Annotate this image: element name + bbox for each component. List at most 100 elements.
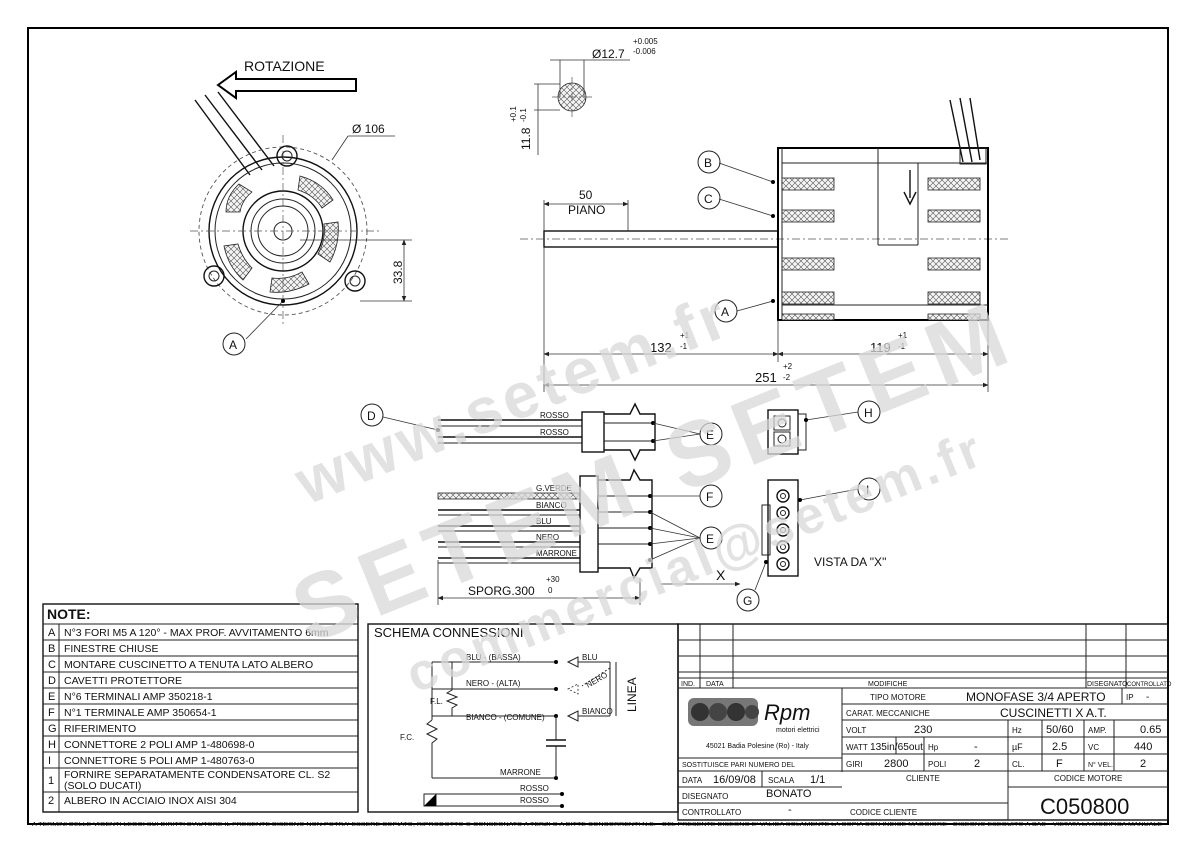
note-text: N°1 TERMINALE AMP 350654-1 bbox=[64, 707, 217, 719]
tb-data-label: DATA bbox=[682, 776, 703, 785]
schema-marrone: MARRONE bbox=[500, 768, 541, 777]
sheet-frame bbox=[27, 27, 1169, 825]
tb-hz-label: Hz bbox=[1012, 726, 1022, 735]
rotation-label: ROTAZIONE bbox=[244, 58, 325, 74]
note-key: D bbox=[48, 675, 56, 687]
callout-bubbles: A B C A D E F E H I G bbox=[222, 150, 881, 612]
tb-watt-value: 135in/65out bbox=[870, 742, 923, 753]
tb-data-value: 16/09/08 bbox=[713, 774, 756, 786]
schema-title: SCHEMA CONNESSIONI bbox=[374, 625, 524, 640]
dim-251: 251 bbox=[755, 370, 777, 385]
tb-carat-label: CARAT. MECCANICHE bbox=[846, 709, 930, 718]
tb-uf-label: µF bbox=[1012, 742, 1023, 752]
schema-nero: NERO bbox=[585, 670, 610, 689]
tb-nvel-label: N° VEL. bbox=[1088, 761, 1113, 769]
dim-flat-tol-minus: -0.1 bbox=[519, 108, 528, 122]
dim-251-tol-minus: -2 bbox=[783, 373, 791, 382]
note-key: H bbox=[48, 739, 56, 751]
tb-ind-header: IND. bbox=[681, 681, 695, 688]
tb-hp-value: - bbox=[974, 741, 978, 753]
wire-label-g-verde: G.VERDE bbox=[536, 484, 572, 493]
schema-connessioni: SCHEMA CONNESSIONI F.L. F.C. BLU - (BASS… bbox=[367, 623, 679, 813]
tb-codice-cliente-label: CODICE CLIENTE bbox=[850, 808, 917, 817]
note-key: F bbox=[48, 707, 55, 719]
note-text-line2: (SOLO DUCATI) bbox=[64, 780, 141, 792]
schema-fc: F.C. bbox=[400, 733, 414, 742]
tb-volt-value: 230 bbox=[914, 724, 932, 736]
wiring-view: ROSSO ROSSO G.VERDE BIANCO BLU NERO MARR… bbox=[382, 402, 886, 605]
tb-cl-value: F bbox=[1056, 758, 1063, 770]
shaft-section: Ø12.7 +0.005 -0.006 11.8 +0.1 -0.1 bbox=[509, 37, 658, 155]
schema-linea: LINEA bbox=[625, 677, 639, 712]
callout-b: B bbox=[704, 156, 712, 170]
dim-sporg-300: SPORG.300 bbox=[468, 584, 535, 598]
side-view: 50 PIANO 132 +1 -1 119 +1 -1 251 +2 -2 bbox=[520, 97, 1010, 392]
tb-giri-label: GIRI bbox=[846, 760, 862, 769]
dim-132-tol-minus: -1 bbox=[680, 342, 688, 351]
note-key: I bbox=[48, 755, 51, 767]
schema-bianco: BIANCO bbox=[582, 707, 613, 716]
schema-blu: BLU bbox=[582, 653, 598, 662]
tb-watt-label: WATT bbox=[846, 743, 868, 752]
front-view: ROTAZIONE Ø 106 bbox=[190, 58, 412, 340]
dim-132-tol-plus: +1 bbox=[680, 331, 690, 340]
tb-disegnato-label: DISEGNATO bbox=[682, 792, 728, 801]
schema-blu-bassa: BLU - (BASSA) bbox=[466, 653, 521, 662]
note-key: C bbox=[48, 659, 56, 671]
dim-119-tol-plus: +1 bbox=[898, 331, 908, 340]
schema-nero-alta: NERO - (ALTA) bbox=[466, 679, 521, 688]
tb-amp-value: 0.65 bbox=[1140, 724, 1161, 736]
tb-codice-motore-label: CODICE MOTORE bbox=[1054, 774, 1122, 783]
tb-poli-value: 2 bbox=[974, 758, 980, 770]
dim-diameter-106: Ø 106 bbox=[352, 122, 385, 136]
tb-uf-value: 2.5 bbox=[1052, 741, 1067, 753]
dim-shaft-tol-plus: +0.005 bbox=[633, 37, 658, 46]
callout-c: C bbox=[704, 192, 713, 206]
tb-logo-text: Rpm bbox=[764, 700, 810, 725]
tb-hp-label: Hp bbox=[928, 743, 939, 752]
footer-disclaimer: A TERMINI DELLE VIGENTI LEGGI SUI DIRITT… bbox=[32, 822, 1162, 828]
view-x-mark: X bbox=[716, 567, 726, 583]
tb-cliente-label: CLIENTE bbox=[906, 774, 940, 783]
tb-codice-motore-value: C050800 bbox=[1040, 794, 1129, 819]
callout-h: H bbox=[864, 406, 873, 420]
tb-scala-label: SCALA bbox=[768, 776, 795, 785]
note-key: B bbox=[48, 643, 55, 655]
tb-scala-value: 1/1 bbox=[810, 774, 825, 786]
callout-f: F bbox=[706, 490, 713, 504]
tb-nvel-value: 2 bbox=[1140, 758, 1146, 770]
note-key: E bbox=[48, 691, 55, 703]
note-text: CONNETTORE 2 POLI AMP 1-480698-0 bbox=[64, 739, 255, 751]
schema-rosso-1: ROSSO bbox=[520, 784, 549, 793]
tb-ip-value: - bbox=[1146, 692, 1149, 703]
note-text: ALBERO IN ACCIAIO INOX AISI 304 bbox=[64, 795, 237, 807]
tb-modifiche-header: MODIFICHE bbox=[868, 681, 908, 688]
vista-da-x-label: VISTA DA "X" bbox=[814, 555, 886, 569]
dim-119: 119 bbox=[870, 340, 891, 355]
dim-50: 50 bbox=[579, 188, 593, 202]
tb-sostituisce: SOSTITUISCE PARI NUMERO DEL bbox=[682, 762, 795, 769]
dim-251-tol-plus: +2 bbox=[783, 362, 793, 371]
dim-shaft-diameter: Ø12.7 bbox=[592, 47, 625, 61]
tb-tipo-motore-value: MONOFASE 3/4 APERTO bbox=[966, 690, 1106, 704]
tb-giri-value: 2800 bbox=[884, 758, 908, 770]
tb-controllato-header: CONTROLLATO bbox=[1127, 682, 1172, 688]
callout-e-bottom: E bbox=[706, 532, 714, 546]
wire-label-marrone: MARRONE bbox=[536, 549, 577, 558]
schema-rosso-2: ROSSO bbox=[520, 796, 549, 805]
tb-volt-label: VOLT bbox=[846, 726, 866, 735]
callout-g: G bbox=[743, 594, 752, 608]
title-block: IND. DATA MODIFICHE DISEGNATO CONTROLLAT… bbox=[677, 623, 1172, 821]
callout-e-top: E bbox=[706, 428, 714, 442]
wire-label-rosso-2: ROSSO bbox=[540, 428, 569, 437]
wire-label-rosso-1: ROSSO bbox=[540, 411, 569, 420]
wire-label-blu: BLU bbox=[536, 517, 552, 526]
note-text: CONNETTORE 5 POLI AMP 1-480763-0 bbox=[64, 755, 255, 767]
dim-132: 132 bbox=[650, 340, 672, 355]
tb-ip-label: IP bbox=[1126, 693, 1134, 702]
dim-flat-11-8: 11.8 bbox=[519, 127, 533, 150]
rpm-logo-icon bbox=[688, 698, 759, 726]
note-text: N°3 FORI M5 A 120° - MAX PROF. AVVITAMEN… bbox=[64, 627, 329, 639]
note-text: CAVETTI PROTETTORE bbox=[64, 675, 182, 687]
